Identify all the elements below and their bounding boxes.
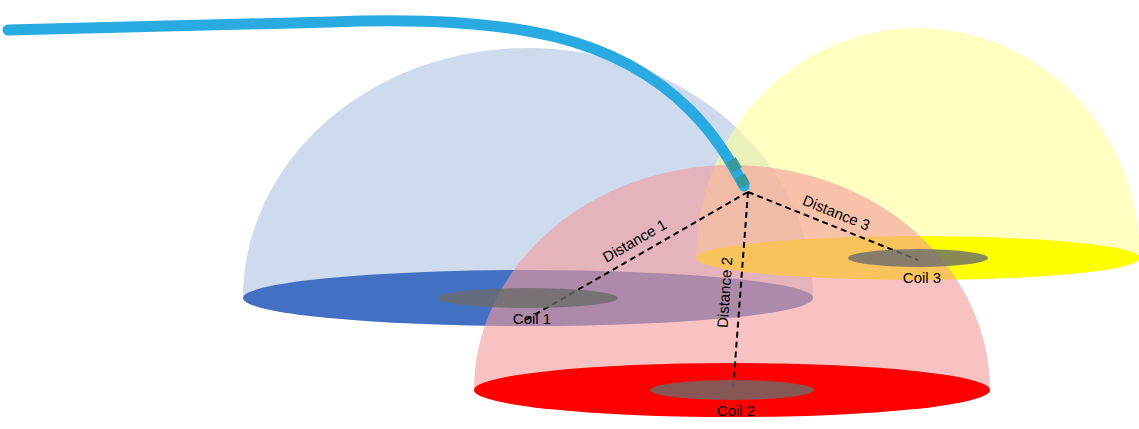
coil: Coil 3 xyxy=(848,249,996,286)
coil-ellipse xyxy=(848,249,988,267)
coil-label: Coil 3 xyxy=(848,269,996,286)
distance-line xyxy=(733,192,748,390)
coil-shape xyxy=(650,380,814,400)
sensor-band xyxy=(740,176,745,186)
coil-label: Coil 2 xyxy=(650,402,822,419)
coil-label: Coil 1 xyxy=(432,310,632,327)
coil: Coil 2 xyxy=(650,380,822,419)
catheter xyxy=(8,21,744,186)
coil-ellipse xyxy=(438,288,618,308)
coil-shape xyxy=(848,249,988,267)
coil-shape xyxy=(438,288,618,308)
sensor-band xyxy=(731,160,737,170)
coil: Coil 1 xyxy=(438,288,632,327)
coil-ellipse xyxy=(650,380,814,400)
